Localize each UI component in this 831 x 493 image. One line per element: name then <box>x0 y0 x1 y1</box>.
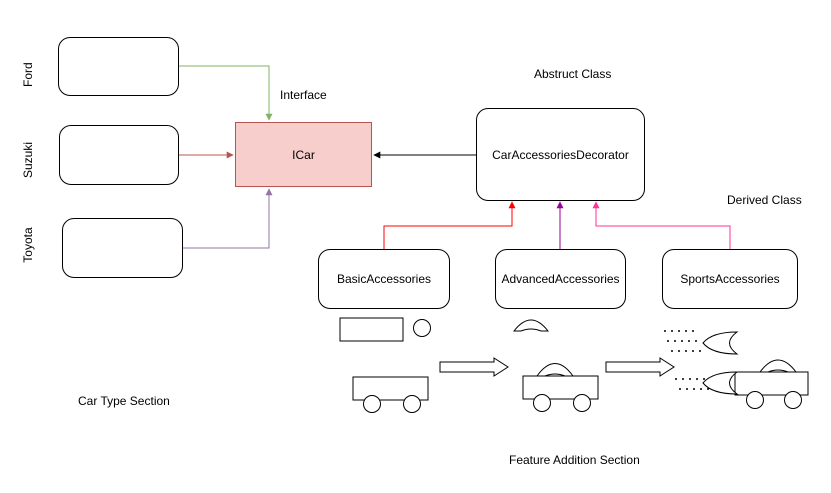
speed-dots-top <box>664 330 701 352</box>
basic-circle-shape <box>413 319 431 337</box>
toyota-label: Toyota <box>21 227 35 263</box>
sports-car <box>702 359 809 409</box>
ford-label: Ford <box>21 62 35 87</box>
toyota-box <box>62 218 183 278</box>
interface-label: Interface <box>280 88 327 102</box>
basic-connector <box>383 201 516 249</box>
toyota-connector <box>183 188 273 249</box>
advanced-car <box>522 363 599 412</box>
decorator-box: CarAccessoriesDecorator <box>476 108 645 201</box>
advanced-accessories-box: AdvancedAccessories <box>495 249 626 309</box>
sports-connector <box>592 201 731 249</box>
advanced-dome-shape <box>512 319 550 332</box>
basic-accessories-box: BasicAccessories <box>318 249 450 309</box>
sports-spoiler-top <box>702 331 739 355</box>
suzuki-label: Suzuki <box>21 141 35 179</box>
car-type-section-label: Car Type Section <box>78 394 170 408</box>
feature-section-label: Feature Addition Section <box>509 453 640 467</box>
speed-dots-bottom <box>675 378 709 390</box>
derived-class-label: Derived Class <box>727 193 802 207</box>
plain-car <box>352 376 429 413</box>
basic-rect-shape <box>339 317 404 342</box>
transform-arrow-1 <box>439 357 509 377</box>
suzuki-box <box>59 125 179 185</box>
sports-accessories-box: SportsAccessories <box>662 249 798 309</box>
transform-arrow-2 <box>605 357 675 377</box>
ford-box <box>58 37 179 96</box>
ford-connector <box>179 65 273 121</box>
icar-box: ICar <box>235 122 372 187</box>
abstract-class-label: Abstruct Class <box>534 67 612 81</box>
